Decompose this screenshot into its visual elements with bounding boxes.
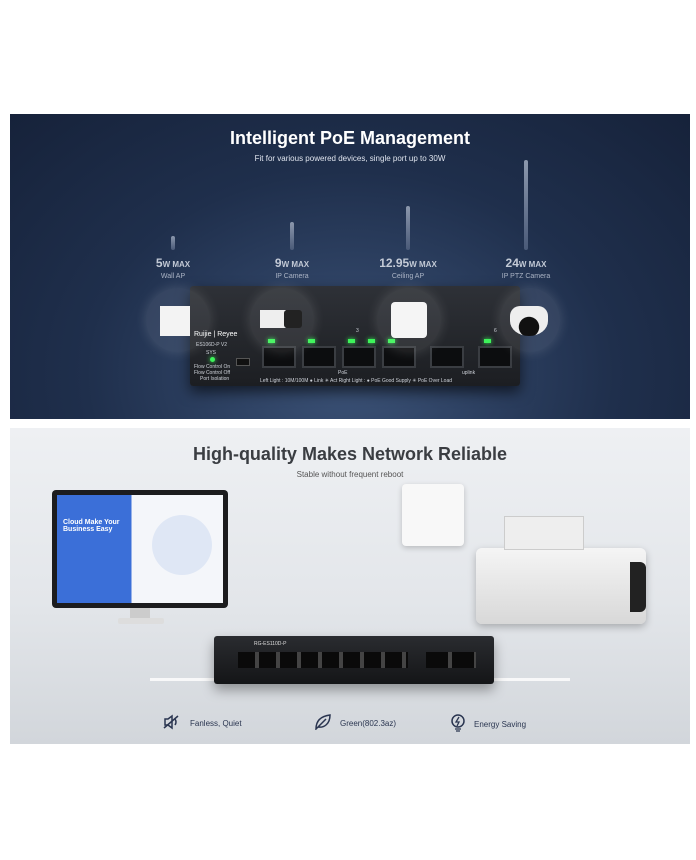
- ethernet-port: [430, 346, 464, 368]
- printer-paper: [504, 516, 584, 550]
- dip-label: Port Isolation: [200, 376, 230, 382]
- ip-camera-image: [250, 288, 314, 352]
- port-number: 6: [494, 328, 497, 334]
- uplink-label: uplink: [462, 370, 476, 376]
- power-bar: [290, 222, 294, 250]
- port-led: [348, 339, 355, 343]
- network-switch: RG-ES110D-P: [214, 636, 494, 684]
- ethernet-port: [262, 346, 296, 368]
- feature-fanless: Fanless, Quiet: [162, 714, 242, 732]
- ethernet-port: [382, 346, 416, 368]
- feature-energy-saving: Energy Saving: [450, 714, 526, 734]
- panel-subtitle: Stable without frequent reboot: [296, 470, 404, 479]
- feature-green: Green(802.3az): [314, 714, 396, 732]
- model-label: ES106D-P V2: [196, 342, 228, 348]
- led-legend: Left Light : 10M/100M ● Link ✳ Act Right…: [260, 378, 453, 384]
- wall-ap-image: [146, 288, 210, 352]
- panel-subtitle: Fit for various powered devices, single …: [254, 154, 446, 163]
- monitor: Cloud Make Your Business Easy: [52, 490, 228, 608]
- ceiling-ap-image: [377, 288, 441, 352]
- power-bar: [171, 236, 175, 250]
- energy-saving-icon: [450, 714, 466, 734]
- switch-model: RG-ES110D-P: [254, 641, 287, 647]
- sys-led: [210, 357, 215, 362]
- fanless-icon: [162, 714, 182, 732]
- port-led: [308, 339, 315, 343]
- port-number: 3: [356, 328, 359, 334]
- dip-label: Flow Control Off: [194, 370, 231, 376]
- ethernet-port: [342, 346, 376, 368]
- monitor-headline: Cloud Make Your Business Easy: [63, 519, 120, 533]
- feature-label: Energy Saving: [474, 719, 527, 729]
- feature-label: Green(802.3az): [340, 718, 397, 728]
- port-led: [388, 339, 395, 343]
- monitor-stand: [118, 618, 164, 624]
- dip-switch[interactable]: [236, 358, 250, 366]
- port-led: [268, 339, 275, 343]
- feature-label: Fanless, Quiet: [190, 718, 242, 728]
- panel-title: Intelligent PoE Management: [229, 128, 471, 148]
- leaf-icon: [314, 714, 332, 732]
- panel-title: High-quality Makes Network Reliable: [192, 444, 508, 464]
- poe-management-panel: Intelligent PoE Management Fit for vario…: [10, 114, 690, 419]
- brand-label: Ruijie | Reyee: [194, 331, 238, 338]
- power-bar: [406, 206, 410, 250]
- poe-switch: Ruijie | Reyee ES106D-P V2 SYS Flow Cont…: [190, 286, 520, 386]
- dip-label: Flow Control On: [194, 364, 231, 370]
- poe-label: PoE: [338, 370, 348, 376]
- ptz-camera-image: [500, 288, 560, 352]
- ethernet-port: [302, 346, 336, 368]
- network-reliable-panel: High-quality Makes Network Reliable Stab…: [10, 428, 690, 744]
- ethernet-port: [478, 346, 512, 368]
- power-bar: [524, 160, 528, 250]
- sys-label: SYS: [206, 350, 217, 356]
- port-led: [484, 339, 491, 343]
- printer: [476, 548, 646, 624]
- port-led: [368, 339, 375, 343]
- ceiling-ap: [402, 484, 464, 546]
